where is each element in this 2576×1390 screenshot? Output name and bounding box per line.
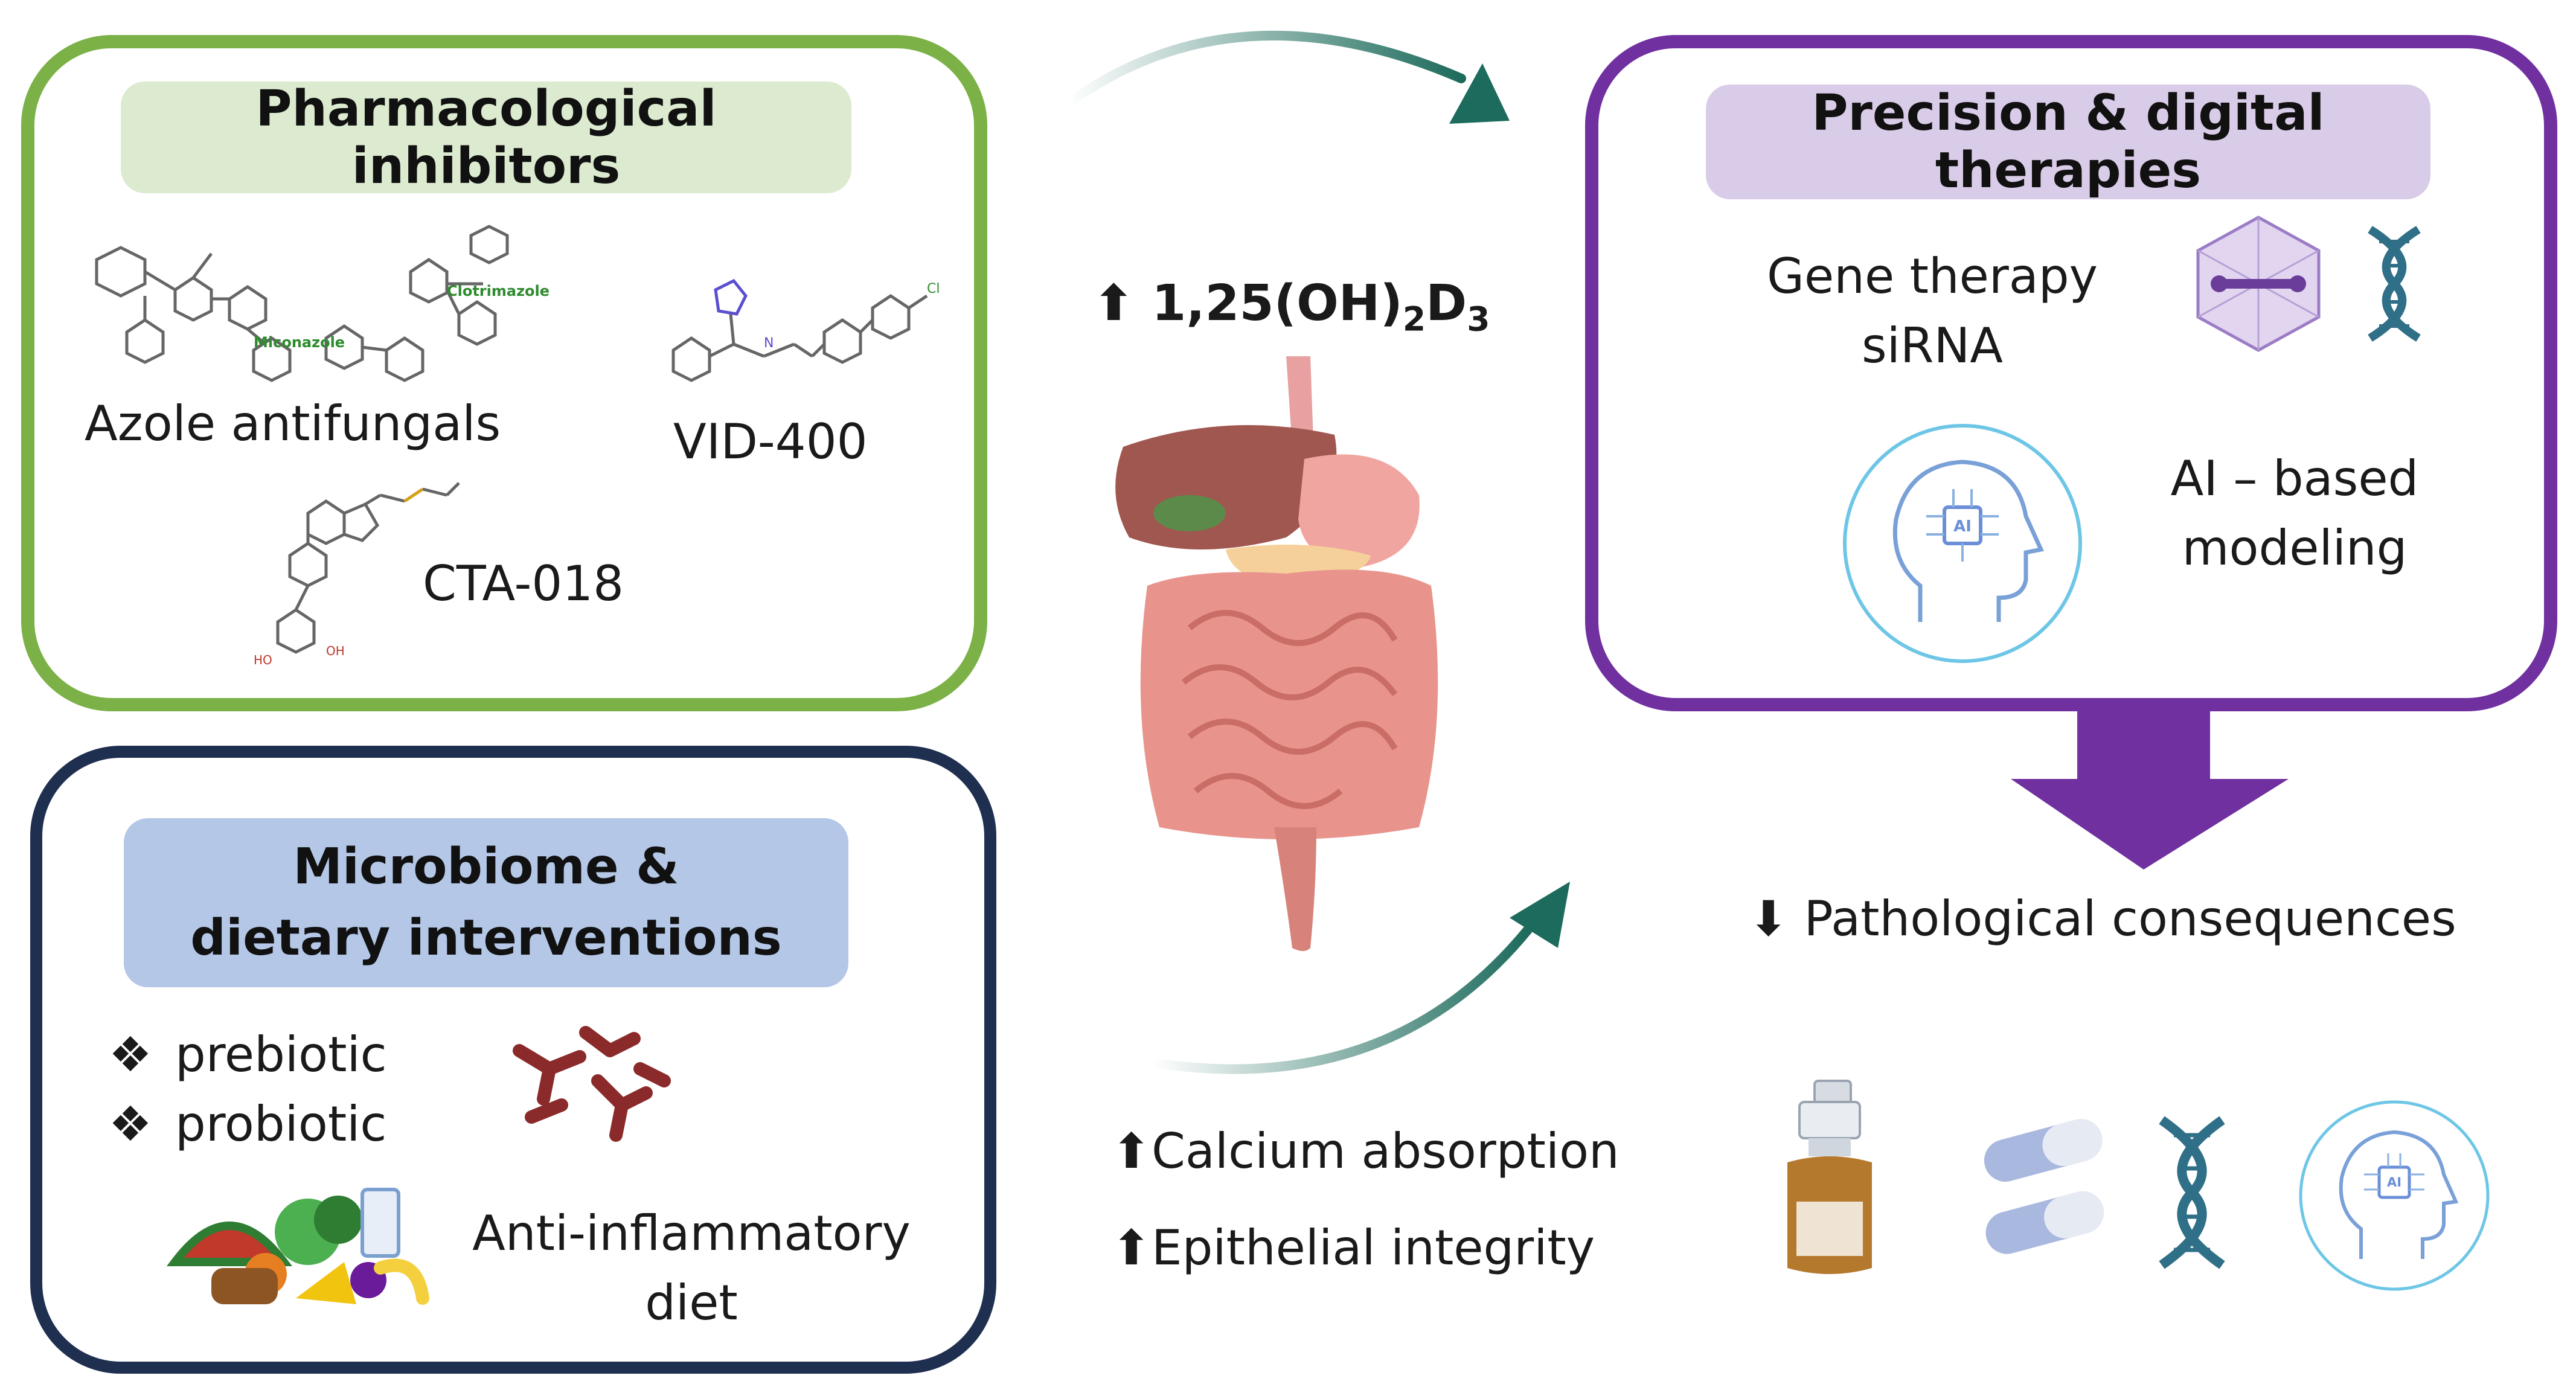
clotrimazole-label: Clotrimazole xyxy=(447,283,549,299)
four-diamond-bullet-icon: ❖ xyxy=(109,1096,152,1152)
probiotic-label: probiotic xyxy=(175,1096,387,1152)
diet-line2: diet xyxy=(645,1275,738,1331)
bullet-probiotic: ❖ probiotic xyxy=(109,1096,386,1152)
pathological-consequences-label: Pathological consequences xyxy=(1804,891,2456,947)
gene-therapy-label: Gene therapy siRNA xyxy=(1739,242,2126,380)
dna-icon xyxy=(2368,226,2421,342)
ai-modeling-label: AI – based modeling xyxy=(2126,444,2464,583)
microbiome-title-line1: Microbiome & xyxy=(293,838,679,895)
pharmacological-title: Pharmacological inhibitors xyxy=(121,80,851,195)
ai-chip-text: AI xyxy=(1953,517,1972,536)
ai-line1: AI – based xyxy=(2170,450,2419,507)
ai-chip-text-bottom: AI xyxy=(2387,1175,2401,1190)
microbiome-title-line2: dietary interventions xyxy=(190,909,782,967)
svg-text:OH: OH xyxy=(326,644,345,658)
anti-inflammatory-diet-label: Anti-inflammatory diet xyxy=(471,1199,912,1337)
cta018-label: CTA-018 xyxy=(423,556,624,612)
calcium-absorption-label: Calcium absorption xyxy=(1152,1123,1620,1179)
bacteria-icon xyxy=(513,1026,671,1142)
svg-text:Cl: Cl xyxy=(927,281,940,296)
svg-text:N: N xyxy=(764,336,774,351)
capsules-icon xyxy=(1984,1119,2104,1254)
sirna-line2: siRNA xyxy=(1861,318,2004,374)
healthy-food-icon xyxy=(166,1188,429,1305)
down-arrow-icon: ⬇ xyxy=(1748,891,1789,947)
big-down-arrow-icon xyxy=(2011,706,2289,870)
hormone-label: ⬆ 1,25(OH)2D3 xyxy=(1093,275,1490,338)
up-arrow-icon: ⬆ xyxy=(1093,275,1135,332)
epithelial-integrity-label: Epithelial integrity xyxy=(1152,1220,1595,1276)
bullet-prebiotic: ❖ prebiotic xyxy=(109,1026,387,1083)
microbiome-title: Microbiome & dietary interventions xyxy=(124,818,848,987)
miconazole-label: Miconazole xyxy=(254,334,345,351)
azole-antifungals-label: Azole antifungals xyxy=(85,396,501,452)
four-diamond-bullet-icon: ❖ xyxy=(109,1026,152,1083)
azole-structures-icon: Miconazole Clotrimazole xyxy=(95,225,549,382)
pathological-consequences: ⬇ Pathological consequences xyxy=(1748,891,2456,947)
digestive-system-icon xyxy=(1115,356,1438,951)
viral-vector-icon xyxy=(2196,216,2321,352)
effect-epithelial-integrity: ⬆Epithelial integrity xyxy=(1111,1220,1595,1276)
precision-title: Precision & digital therapies xyxy=(1706,85,2430,199)
vid400-structure-icon: N Cl xyxy=(671,278,940,382)
cta018-structure-icon: HO OH xyxy=(254,482,460,667)
ai-head-icon: AI xyxy=(1843,424,2082,663)
hormone-main: 1,25(OH) xyxy=(1152,275,1403,332)
svg-text:HO: HO xyxy=(254,653,272,667)
hormone-d: D xyxy=(1426,275,1467,332)
diet-line1: Anti-inflammatory xyxy=(472,1205,911,1261)
hormone-sub2: 3 xyxy=(1467,299,1490,339)
ai-line2: modeling xyxy=(2182,520,2408,576)
up-arrow-icon: ⬆ xyxy=(1111,1220,1152,1276)
gene-therapy-line1: Gene therapy xyxy=(1767,248,2098,304)
ai-head-icon-bottom: AI xyxy=(2299,1100,2490,1291)
up-arrow-icon: ⬆ xyxy=(1111,1123,1152,1179)
hormone-sub1: 2 xyxy=(1402,299,1426,339)
vid400-label: VID-400 xyxy=(673,414,868,470)
spray-bottle-icon xyxy=(1787,1080,1872,1274)
prebiotic-label: prebiotic xyxy=(175,1026,387,1083)
dna-icon-bottom xyxy=(2159,1116,2225,1269)
effect-calcium-absorption: ⬆Calcium absorption xyxy=(1111,1123,1620,1179)
